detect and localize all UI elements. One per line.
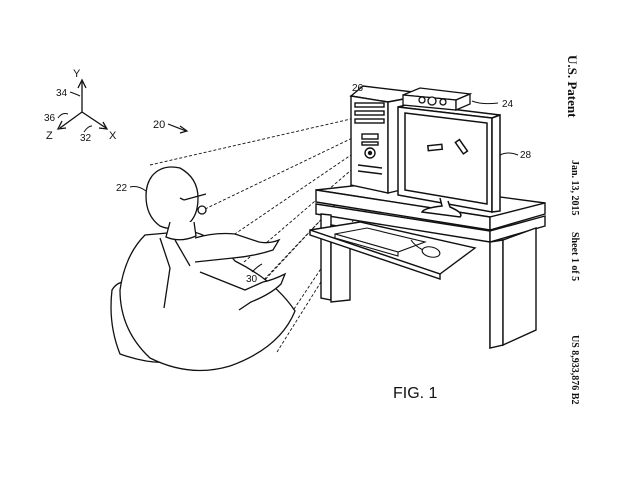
desk — [309, 181, 546, 349]
axis-label-x: X — [109, 130, 117, 142]
coordinate-axes — [56, 78, 109, 130]
keyboard — [334, 227, 427, 257]
sheet-number: Sheet 1 of 5 — [569, 232, 580, 282]
ref-28: 28 — [520, 150, 532, 161]
patent-date: Jan. 13, 2015 — [569, 160, 580, 216]
ref-22: 22 — [116, 183, 128, 194]
monitor — [397, 103, 501, 218]
sensor-device — [402, 87, 473, 111]
axis-label-z: Z — [46, 130, 53, 142]
patent-office-label: U.S. Patent — [565, 55, 580, 118]
ref-26: 26 — [352, 83, 364, 94]
mouse — [410, 239, 441, 258]
z-axis — [59, 111, 83, 129]
ref-34: 34 — [56, 88, 68, 99]
user-figure — [119, 166, 296, 372]
x-axis — [81, 111, 107, 129]
figure-caption: FIG. 1 — [393, 385, 438, 402]
ref-24: 24 — [502, 99, 514, 110]
ref-32: 32 — [80, 133, 92, 144]
axis-label-y: Y — [73, 68, 81, 80]
ref-30: 30 — [246, 274, 258, 285]
ref-20: 20 — [153, 119, 165, 131]
ref-36: 36 — [44, 113, 56, 124]
ref-20-arrow — [167, 123, 189, 134]
patent-number: US 8,933,876 B2 — [569, 335, 580, 405]
